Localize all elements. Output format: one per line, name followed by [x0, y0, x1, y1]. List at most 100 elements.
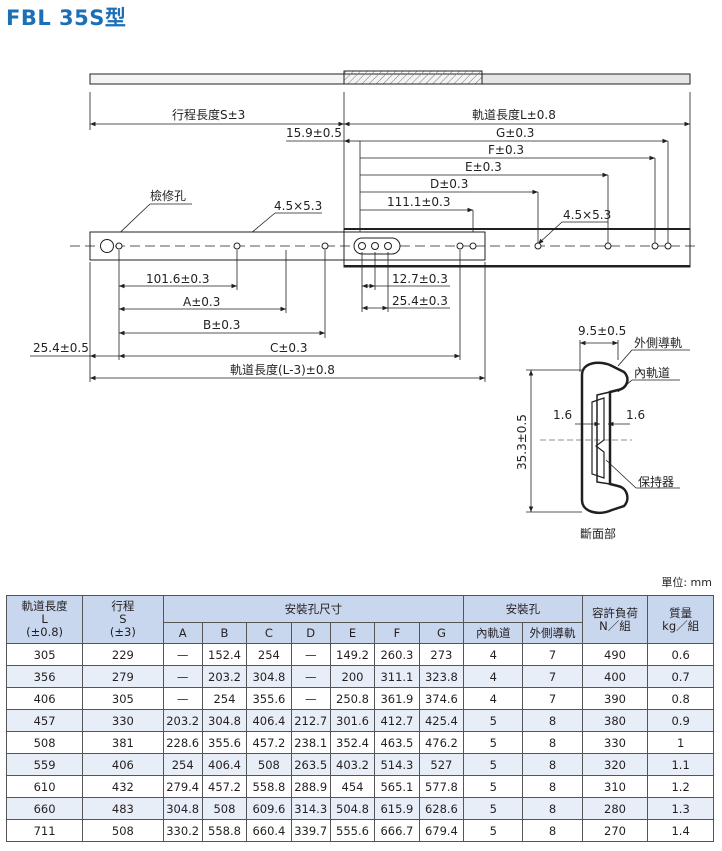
table-cell: — — [162, 687, 203, 710]
table-cell: 8 — [522, 775, 583, 798]
table-cell: 8 — [522, 731, 583, 754]
table-cell: 200 — [329, 665, 376, 688]
inner-rail-label: 內軌道 — [634, 365, 670, 380]
table-cell: 628.6 — [418, 797, 465, 820]
table-cell: 5 — [463, 709, 524, 732]
table-cell: 0.6 — [647, 643, 714, 666]
inspection-hole-label: 檢修孔 — [150, 188, 186, 203]
dim-c: C±0.3 — [270, 341, 308, 355]
table-cell: 483 — [82, 797, 164, 820]
header-col-f: F — [374, 622, 420, 644]
table-cell: 508 — [246, 753, 292, 776]
table-cell: 330 — [82, 709, 164, 732]
dim-15-9: 15.9±0.5 — [286, 126, 342, 140]
table-cell: 406.4 — [201, 753, 248, 776]
table-cell: 356 — [5, 665, 84, 688]
table-cell: 476.2 — [418, 731, 465, 754]
table-cell: 305 — [82, 687, 164, 710]
table-cell: 527 — [418, 753, 465, 776]
table-cell: 381 — [82, 731, 164, 754]
table-cell: 5 — [463, 797, 524, 820]
table-cell: 508 — [201, 797, 248, 820]
table-cell: 0.8 — [647, 687, 714, 710]
table-cell: 311.1 — [374, 665, 420, 688]
table-cell: — — [290, 687, 331, 710]
table-cell: 355.6 — [246, 687, 292, 710]
table-cell: 400 — [581, 665, 649, 688]
section-caption: 斷面部 — [580, 526, 616, 541]
dim-25-4-right: 25.4±0.3 — [392, 294, 448, 308]
slot-right-label: 4.5×5.3 — [563, 208, 611, 222]
table-cell: 305 — [5, 643, 84, 666]
table-cell: 432 — [82, 775, 164, 798]
table-cell: 1.3 — [647, 797, 714, 820]
table-cell: 565.1 — [374, 775, 420, 798]
top-view-rail — [89, 70, 691, 85]
table-cell: 254 — [246, 643, 292, 666]
table-cell: 406.4 — [246, 709, 292, 732]
table-cell: 514.3 — [374, 753, 420, 776]
table-cell: 610 — [5, 775, 84, 798]
table-cell: 323.8 — [418, 665, 465, 688]
table-cell: 425.4 — [418, 709, 465, 732]
table-cell: 203.2 — [201, 665, 248, 688]
table-cell: 660 — [5, 797, 84, 820]
table-cell: 504.8 — [329, 797, 376, 820]
stroke-label: 行程長度S±3 — [172, 107, 245, 122]
table-cell: 0.7 — [647, 665, 714, 688]
table-cell: 555.6 — [329, 819, 376, 842]
table-cell: 352.4 — [329, 731, 376, 754]
header-col-b: B — [201, 622, 248, 644]
header-inner-rail: 內軌道 — [463, 622, 524, 644]
header-col-a: A — [162, 622, 203, 644]
table-cell: — — [290, 665, 331, 688]
table-cell: 457 — [5, 709, 84, 732]
table-cell: 615.9 — [374, 797, 420, 820]
table-cell: 7 — [522, 687, 583, 710]
table-cell: 1.4 — [647, 819, 714, 842]
table-cell: 280 — [581, 797, 649, 820]
dim-e: E±0.3 — [465, 160, 502, 174]
table-cell: 609.6 — [246, 797, 292, 820]
section-height: 35.3±0.5 — [515, 414, 529, 470]
slide-drawing: 行程長度S±3 軌道長度L±0.8 15.9±0.5 G±0.3 F±0.3 E… — [30, 70, 700, 541]
table-cell: — — [162, 665, 203, 688]
table-cell: 508 — [5, 731, 84, 754]
table-cell: 1.1 — [647, 753, 714, 776]
rail-length-label: 軌道長度L±0.8 — [472, 107, 556, 122]
table-cell: 254 — [162, 753, 203, 776]
header-mount-dims: 安裝孔尺寸 — [162, 595, 465, 623]
table-cell: 679.4 — [418, 819, 465, 842]
table-cell: 273 — [418, 643, 465, 666]
dim-f: F±0.3 — [488, 143, 524, 157]
dim-a: A±0.3 — [183, 295, 220, 309]
table-cell: 412.7 — [374, 709, 420, 732]
table-cell: 270 — [581, 819, 649, 842]
table-cell: 310 — [581, 775, 649, 798]
table-cell: 490 — [581, 643, 649, 666]
table-cell: 8 — [522, 753, 583, 776]
table-cell: 1 — [647, 731, 714, 754]
table-cell: 406 — [82, 753, 164, 776]
table-cell: 454 — [329, 775, 376, 798]
table-cell: 4 — [463, 665, 524, 688]
retainer-label: 保持器 — [638, 474, 674, 489]
table-cell: 457.2 — [246, 731, 292, 754]
table-cell: 8 — [522, 797, 583, 820]
table-cell: 390 — [581, 687, 649, 710]
unit-label: 單位: mm — [661, 576, 712, 589]
table-cell: 238.1 — [290, 731, 331, 754]
side-view-rail — [70, 228, 700, 268]
header-col-g: G — [418, 622, 465, 644]
table-cell: 457.2 — [201, 775, 248, 798]
table-cell: 361.9 — [374, 687, 420, 710]
header-mount-holes: 安裝孔 — [463, 595, 583, 623]
